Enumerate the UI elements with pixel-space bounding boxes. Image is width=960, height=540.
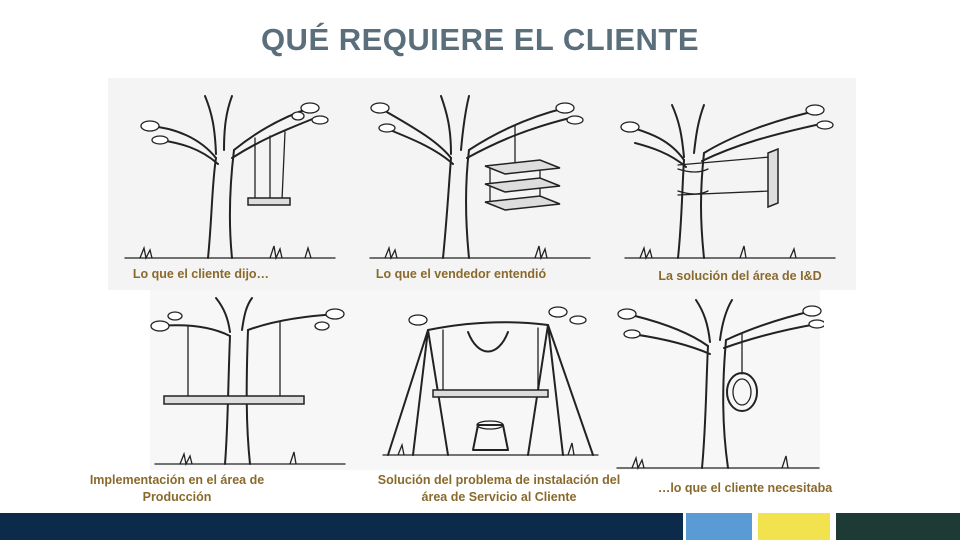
footer-accent-green (836, 513, 960, 540)
panel-servicio-cliente (378, 290, 603, 462)
slide-title: QUÉ REQUIERE EL CLIENTE (260, 22, 700, 57)
tree-long-board-swing-image (150, 297, 346, 466)
footer-gap (830, 513, 836, 540)
footer-accent-blue (686, 513, 752, 540)
caption-servicio-cliente: Solución del problema de instalación del… (377, 473, 621, 504)
tree-tire-swing-image (616, 299, 824, 470)
panel-vendedor-entendio (365, 88, 595, 260)
panel-solucion-id (620, 95, 840, 260)
panel-implementacion-produccion (150, 296, 350, 466)
tree-board-tied-to-trunk-image (620, 104, 836, 260)
footer-accent-yellow (758, 513, 830, 540)
caption-vendedor-entendio: Lo que el vendedor entendió (375, 267, 547, 281)
tree-swing-three-ropes-image (124, 95, 336, 260)
tree-stacked-boards-image (369, 95, 591, 260)
stump-frame-swing-image (382, 306, 599, 456)
caption-implementacion-produccion: Implementación en el área de Producción (89, 473, 265, 504)
panel-cliente-necesitaba (612, 296, 824, 471)
footer-gap (683, 513, 686, 540)
caption-cliente-dijo: Lo que el cliente dijo… (132, 267, 270, 281)
illustration-background-bottom (150, 290, 820, 470)
caption-solucion-id: La solución del área de I&D (658, 269, 822, 283)
footer-gap (752, 513, 758, 540)
panel-cliente-dijo (120, 88, 340, 260)
caption-cliente-necesitaba: …lo que el cliente necesitaba (657, 481, 833, 495)
